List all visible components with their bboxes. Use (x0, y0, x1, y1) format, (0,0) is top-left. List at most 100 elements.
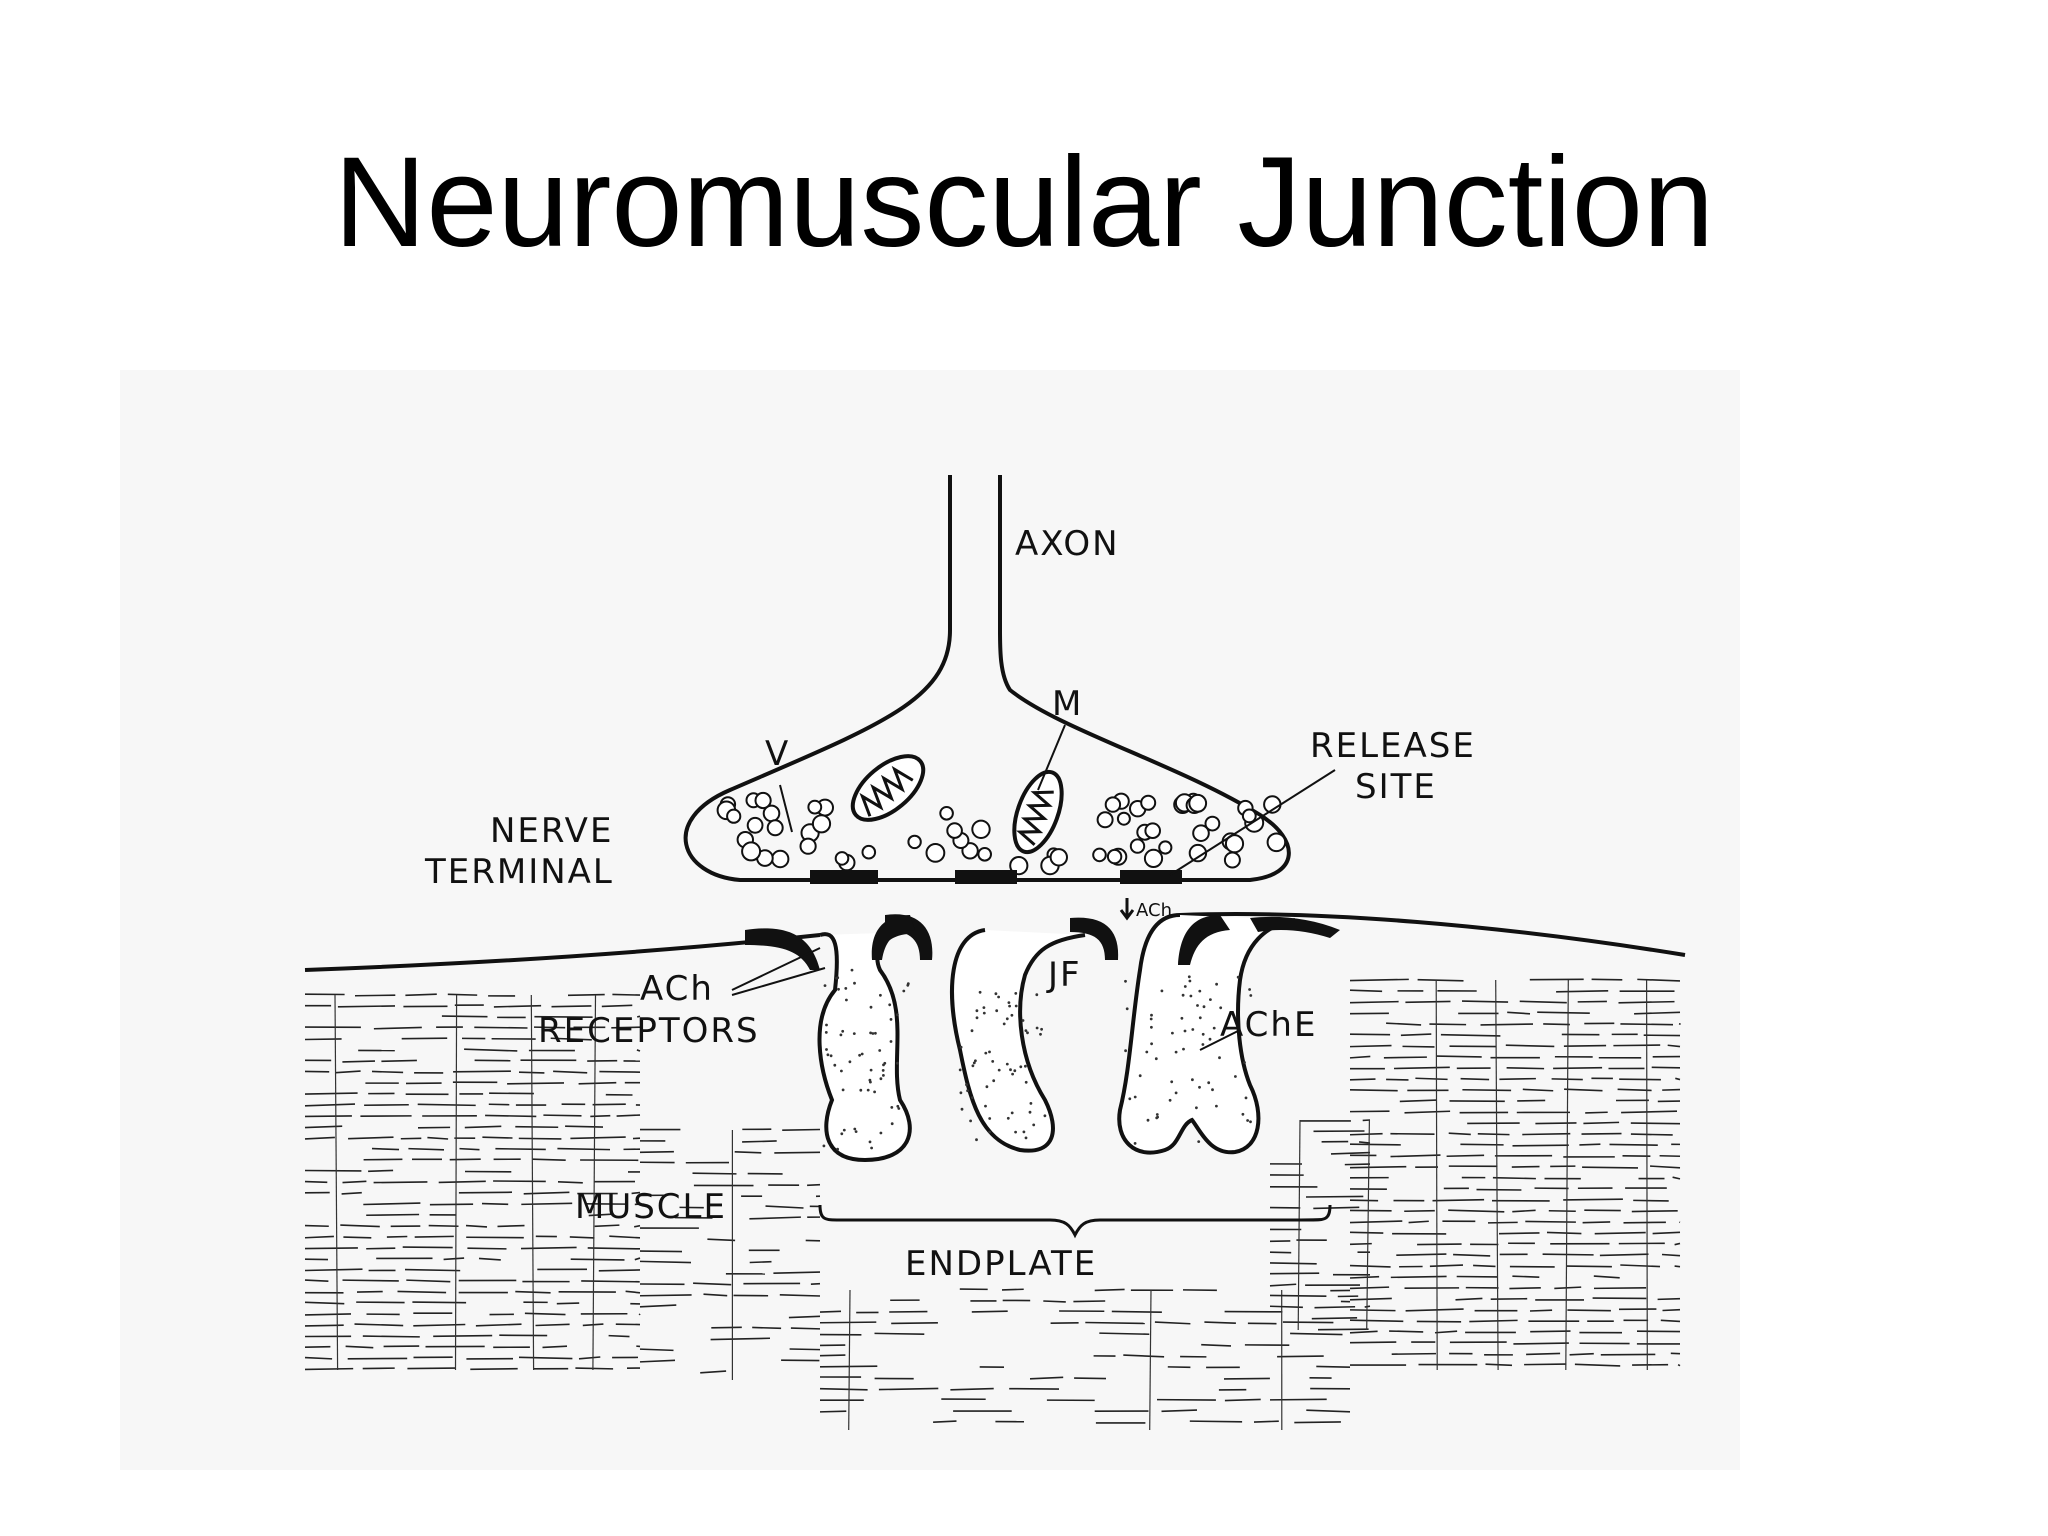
striation-line (749, 1216, 801, 1220)
stipple-dot (870, 1146, 873, 1150)
stipple-dot (997, 995, 1000, 999)
striation-line (1480, 1023, 1534, 1026)
striation-line (1417, 1243, 1462, 1246)
stipple-dot (881, 1069, 885, 1072)
striation-line (1349, 1297, 1392, 1301)
stipple-dot (1241, 1112, 1245, 1116)
striation-line (485, 1114, 537, 1118)
striation-line (1316, 1365, 1351, 1369)
stipple-dot (1198, 989, 1202, 993)
striation-line (1349, 1319, 1404, 1323)
striation-line (1349, 1143, 1401, 1146)
stipple-dot (982, 1011, 986, 1015)
striation-line (1440, 1033, 1501, 1037)
striation-line (550, 1037, 592, 1041)
striation-line (639, 1359, 676, 1363)
striation-line (373, 1181, 428, 1184)
striation-line (1660, 1319, 1681, 1323)
stipple-dot (848, 1060, 852, 1064)
striation-line (408, 1147, 445, 1151)
stipple-dot (1246, 1119, 1249, 1122)
stipple-dot (845, 998, 848, 1002)
stipple-dot (853, 1127, 857, 1131)
striation-line (1574, 1363, 1621, 1367)
stipple-dot (1007, 1001, 1011, 1004)
striation-line (1633, 1199, 1669, 1202)
striation-line (493, 1004, 542, 1008)
striation-line (304, 1136, 335, 1140)
striation-line (639, 1304, 677, 1308)
striation-line (1434, 1330, 1458, 1334)
vesicle (726, 808, 742, 824)
striation-line (693, 1282, 732, 1286)
vesicle-leader (779, 784, 793, 833)
striation-line (710, 1337, 771, 1341)
stipple-dot (1011, 1072, 1014, 1076)
striation-line (523, 1191, 570, 1195)
stipple-dot (1183, 985, 1187, 988)
striation-line (637, 1015, 641, 1018)
release-site-2 (955, 870, 1017, 884)
striation-line (524, 1312, 566, 1316)
striation-line (1435, 1055, 1482, 1058)
striation-line (570, 1136, 626, 1140)
stipple-dot (1215, 1104, 1218, 1108)
striation-line (470, 1367, 518, 1371)
stipple-dot (1196, 1004, 1199, 1007)
striation-line (459, 1147, 480, 1151)
striation-line (1621, 1110, 1678, 1114)
striation-line (790, 1327, 821, 1330)
striation-line (1556, 990, 1609, 993)
stipple-dot (879, 1131, 883, 1135)
stipple-dot (1019, 1065, 1023, 1069)
striation-line (373, 1026, 422, 1030)
stipple-dot (992, 1079, 996, 1083)
striation-line (581, 1280, 640, 1283)
striation-line (542, 1345, 568, 1349)
striation-line (1349, 1055, 1371, 1059)
striation-line (1630, 1122, 1681, 1125)
striation-line (304, 1224, 329, 1228)
stipple-dot (1209, 998, 1212, 1001)
stipple-dot (1150, 1013, 1153, 1017)
ache-leader (1199, 1029, 1241, 1051)
striation-line (535, 1323, 570, 1327)
striation-line (342, 1060, 376, 1063)
stipple-dot (879, 1077, 883, 1081)
striation-line (497, 1224, 525, 1228)
striation-line (518, 1137, 562, 1140)
vesicle (1129, 838, 1146, 854)
striation-line (1349, 1089, 1398, 1092)
striation-line (1662, 1308, 1681, 1312)
striation-line (1630, 1133, 1673, 1136)
striation-line (1269, 1262, 1317, 1265)
stipple-dot (859, 1088, 863, 1092)
striation-line (1404, 1209, 1435, 1213)
stipple-dot (896, 1013, 899, 1017)
striation-line (334, 994, 339, 1371)
striation-line (1507, 1011, 1531, 1015)
striation-line (1408, 1220, 1429, 1224)
striation-line (1524, 1363, 1567, 1366)
vesicle (1049, 848, 1068, 867)
striation-line (1349, 989, 1383, 993)
striation-line (1473, 1264, 1496, 1268)
stipple-dot (889, 1040, 893, 1043)
stipple-dot (1198, 1016, 1202, 1020)
striation-line (1383, 1056, 1427, 1059)
striation-line (404, 1268, 461, 1272)
striation-line (1344, 1163, 1371, 1166)
striation-line (1074, 1377, 1107, 1380)
striation-line (819, 1365, 878, 1368)
striation-line (364, 1103, 409, 1107)
striation-line (1390, 1275, 1447, 1279)
striation-line (1386, 1022, 1422, 1026)
stipple-dot (878, 1049, 882, 1052)
stipple-dot (965, 1083, 968, 1087)
striation-line (1349, 978, 1409, 982)
stipple-dot (890, 1106, 894, 1109)
stipple-dot (991, 1060, 995, 1063)
striation-line (1526, 1352, 1561, 1356)
stipple-dot (1024, 1029, 1028, 1032)
striation-line (1662, 1088, 1681, 1091)
